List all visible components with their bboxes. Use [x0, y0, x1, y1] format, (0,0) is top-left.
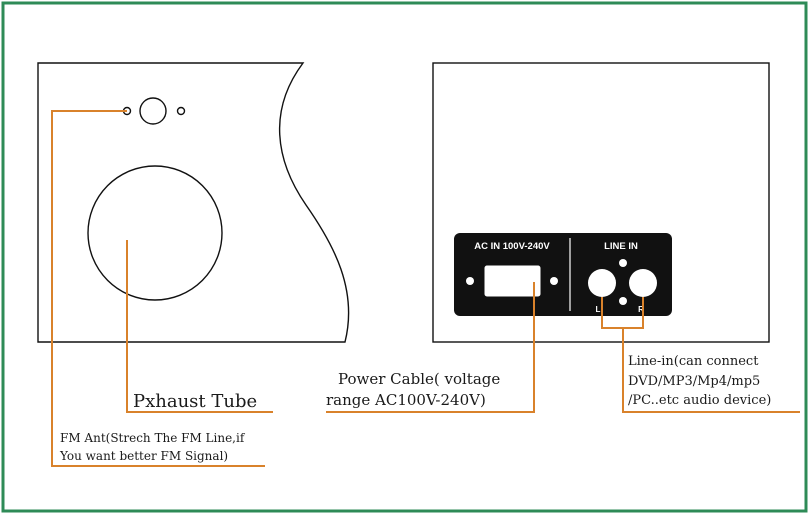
- rca-jack-left: [588, 269, 616, 297]
- rca-jack-right: [629, 269, 657, 297]
- power-cable-label-line2: range AC100V-240V): [326, 391, 486, 409]
- line-in-label-line3: /PC..etc audio device): [628, 393, 771, 408]
- small-hole-right: [176, 106, 186, 116]
- line-in-label-line1: Line-in(can connect: [628, 354, 759, 369]
- fm-ant-leader: [51, 110, 265, 467]
- ac-screw-left: [466, 277, 474, 285]
- back-panel-outline: [432, 62, 770, 343]
- line-in-panel-label: LINE IN: [604, 241, 638, 252]
- line-in-label-line2: DVD/MP3/Mp4/mp5: [628, 374, 760, 389]
- line-in-leader-drop: [622, 328, 800, 413]
- ac-in-label: AC IN 100V-240V: [474, 241, 550, 252]
- exhaust-tube-leader: [126, 240, 273, 413]
- exhaust-tube-label: Pxhaust Tube: [133, 391, 257, 412]
- front-panel-outline: [37, 62, 350, 343]
- power-cable-leader: [326, 282, 535, 413]
- fm-ant-label-line1: FM Ant(Strech The FM Line,if: [60, 431, 246, 445]
- ac-socket: [483, 264, 542, 298]
- rca-screw-top: [619, 259, 627, 267]
- left-jack-label: L: [596, 305, 601, 314]
- fm-antenna-knob: [139, 97, 167, 125]
- right-jack-label: R: [638, 305, 644, 314]
- rca-screw-bottom: [619, 297, 627, 305]
- ac-screw-right: [550, 277, 558, 285]
- exhaust-tube-circle: [87, 165, 223, 301]
- fm-ant-label-line2: You want better FM Signal): [59, 449, 228, 463]
- power-cable-label-line1: Power Cable( voltage: [338, 370, 500, 388]
